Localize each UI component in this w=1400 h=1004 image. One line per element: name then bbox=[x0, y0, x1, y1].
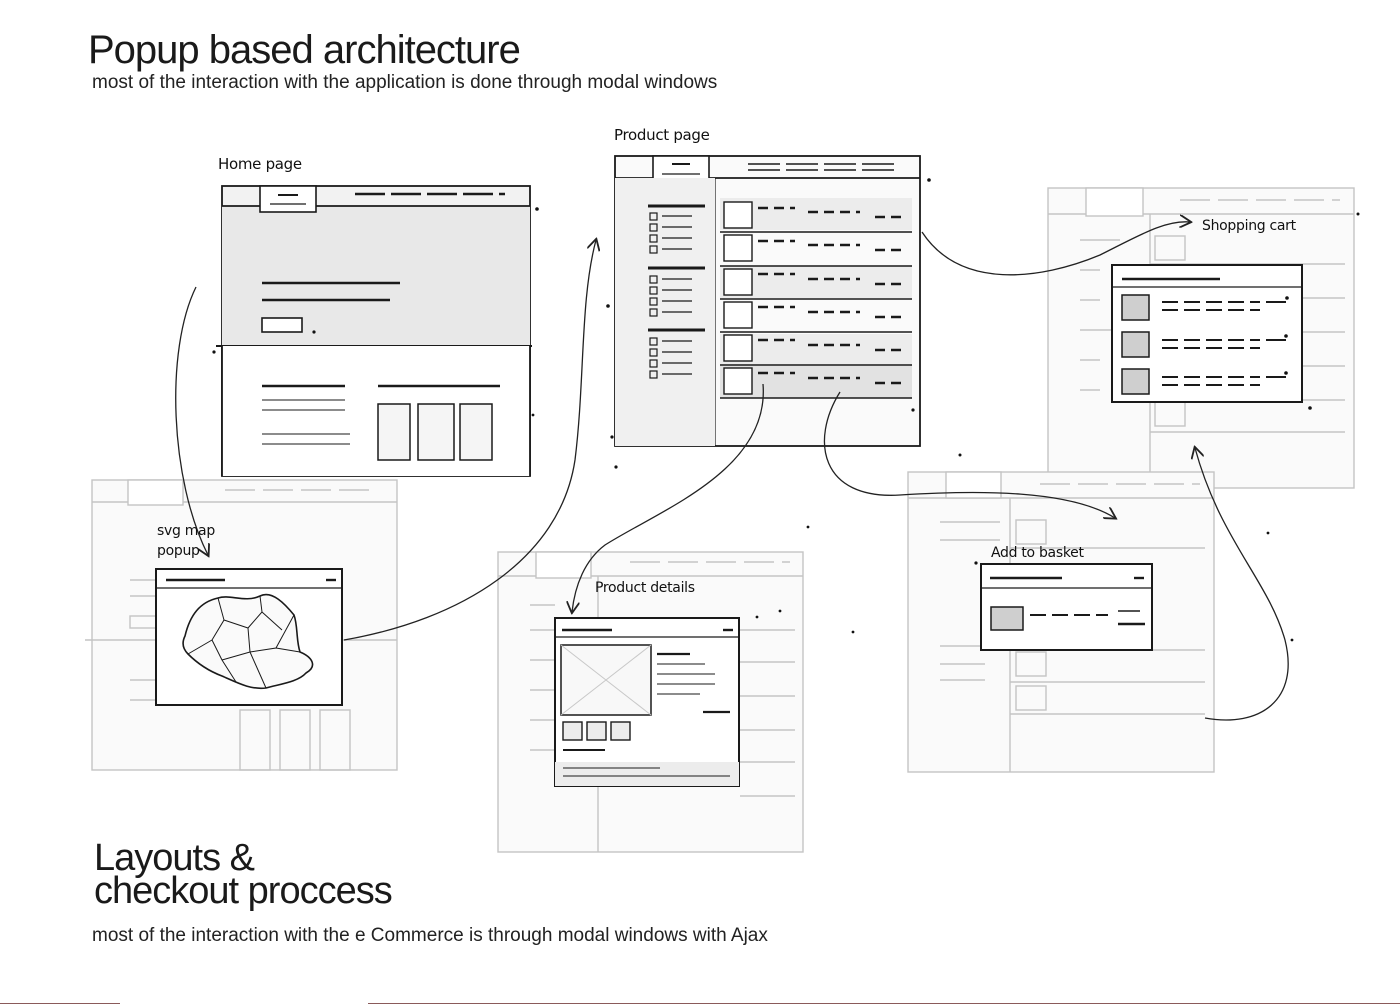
product-details-popup bbox=[554, 617, 740, 787]
flow-arrows bbox=[175, 222, 1289, 721]
svg-map-popup bbox=[155, 568, 343, 706]
product-rows bbox=[720, 198, 912, 399]
section-title-line2: checkout proccess bbox=[94, 870, 393, 912]
section-title-line1: Layouts & bbox=[94, 837, 255, 879]
shopping-cart-popup bbox=[1111, 264, 1303, 403]
add-to-basket-label: Add to basket bbox=[991, 545, 1084, 561]
svg-map-label-line1: svg map bbox=[157, 523, 215, 539]
product-page-screen bbox=[614, 155, 921, 447]
page-subtitle: most of the interaction with the applica… bbox=[92, 72, 718, 93]
page-title: Popup based architecture bbox=[88, 28, 521, 72]
sketch-dots bbox=[212, 178, 1360, 642]
product-page-label: Product page bbox=[614, 126, 710, 144]
section-subtitle: most of the interaction with the e Comme… bbox=[92, 925, 768, 946]
add-to-basket-popup bbox=[980, 563, 1153, 651]
home-page-label: Home page bbox=[218, 155, 302, 173]
shopping-cart-label: Shopping cart bbox=[1202, 218, 1296, 234]
product-details-label: Product details bbox=[595, 580, 695, 596]
home-page-screen bbox=[216, 185, 532, 477]
svg-map-label-line2: popup bbox=[157, 543, 200, 559]
